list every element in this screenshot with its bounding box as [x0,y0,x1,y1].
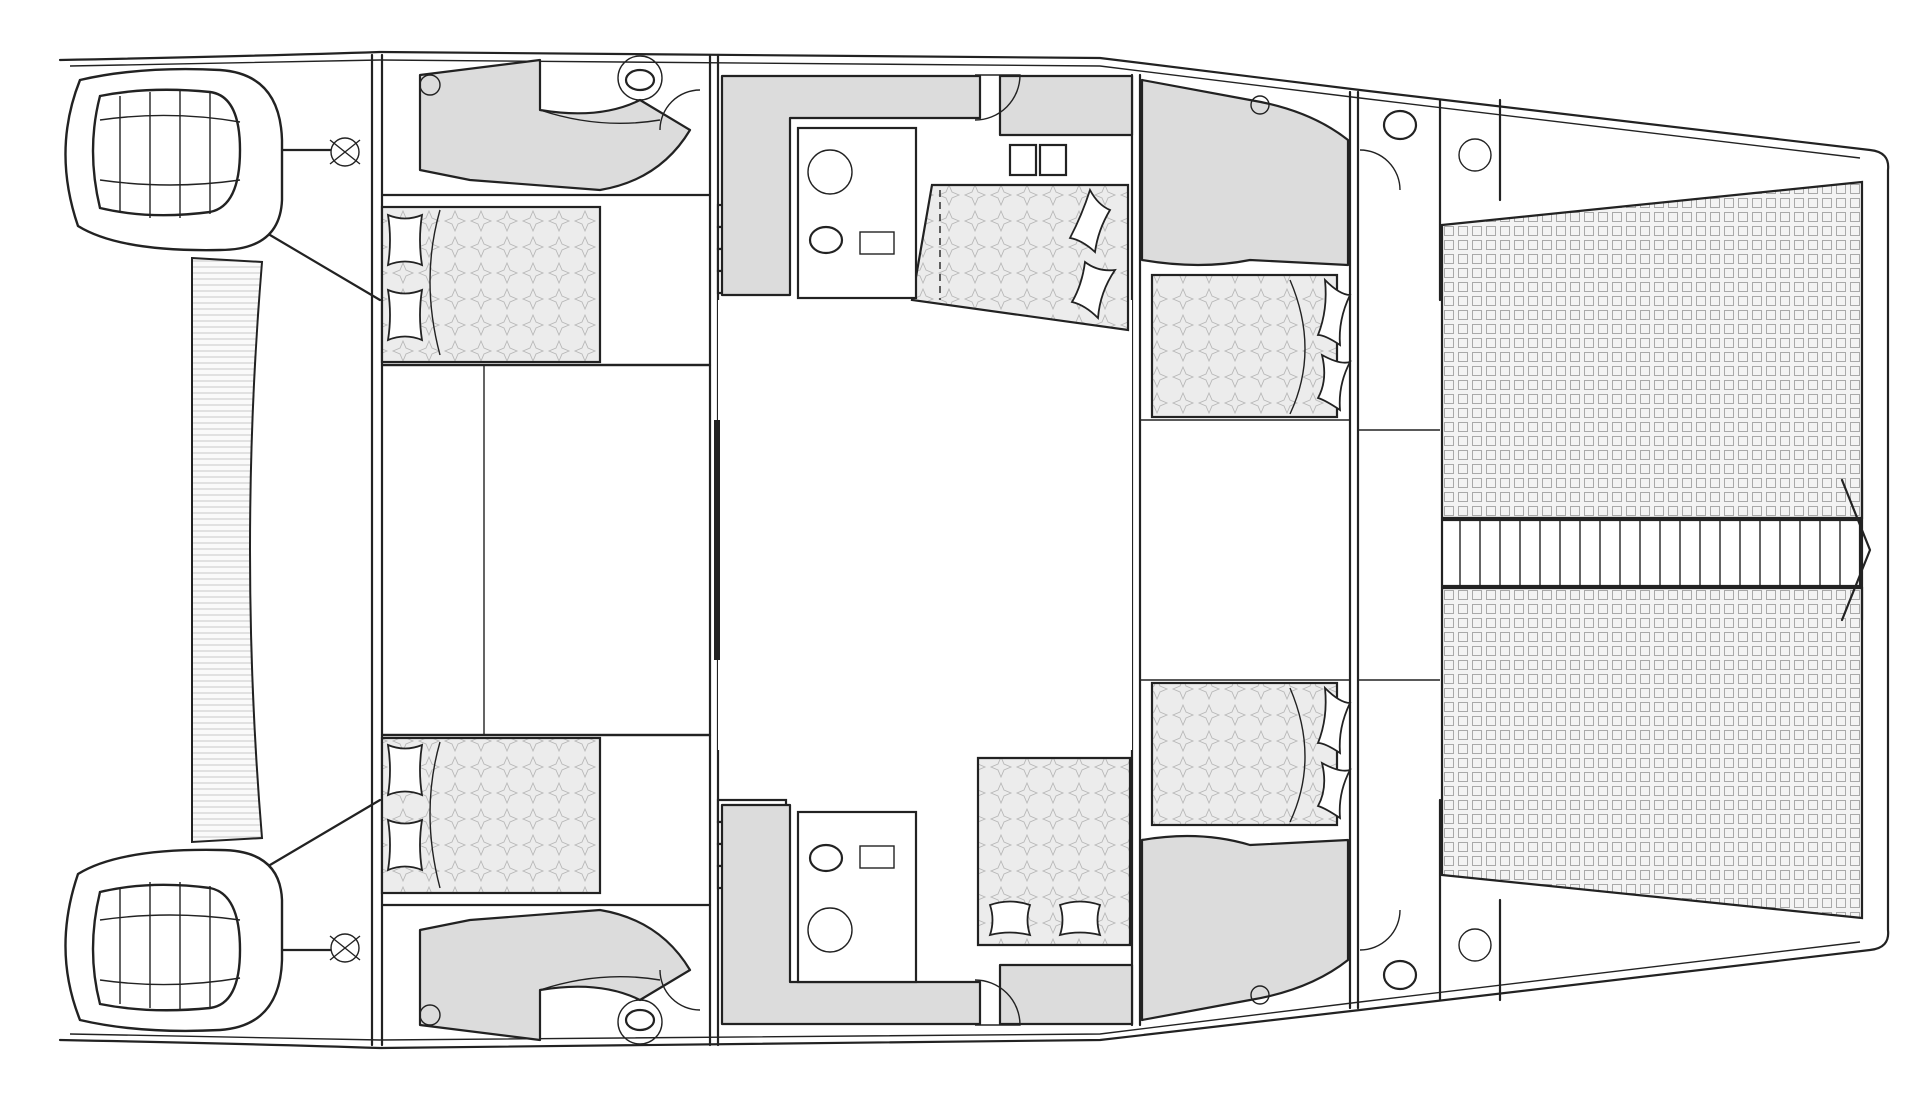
hull-outline [58,50,1890,1050]
aft-step-bench [191,256,264,844]
cabin-stbd-fwd [1150,681,1352,827]
engine-stbd [64,848,361,1033]
forward-crossbeam [1440,478,1872,622]
stbd-fwd-passage [1140,834,1350,1022]
trampoline-stbd [1440,586,1864,920]
cabin-port-mid [910,183,1130,332]
head-stbd-fwd [796,810,918,984]
stbd-saloon-passage [720,803,1134,1026]
head-fwd-compartments [1250,95,1492,1005]
port-fwd-passage [1140,78,1350,267]
head-port-aft [419,55,663,125]
door-swings [659,74,1401,1026]
trampoline-port [1440,180,1864,520]
port-aft-passage [418,58,692,192]
cabin-port-fwd [1150,273,1352,419]
engine-port [64,67,361,252]
stbd-aft-passage [418,908,692,1042]
saloon [714,300,1132,750]
cabin-stbd-mid [976,756,1132,947]
cabin-stbd-aft [380,736,602,895]
cabin-port-aft [380,205,602,364]
head-port-fwd [796,126,1068,300]
head-stbd-aft [419,975,663,1045]
port-saloon-passage [720,74,1134,297]
